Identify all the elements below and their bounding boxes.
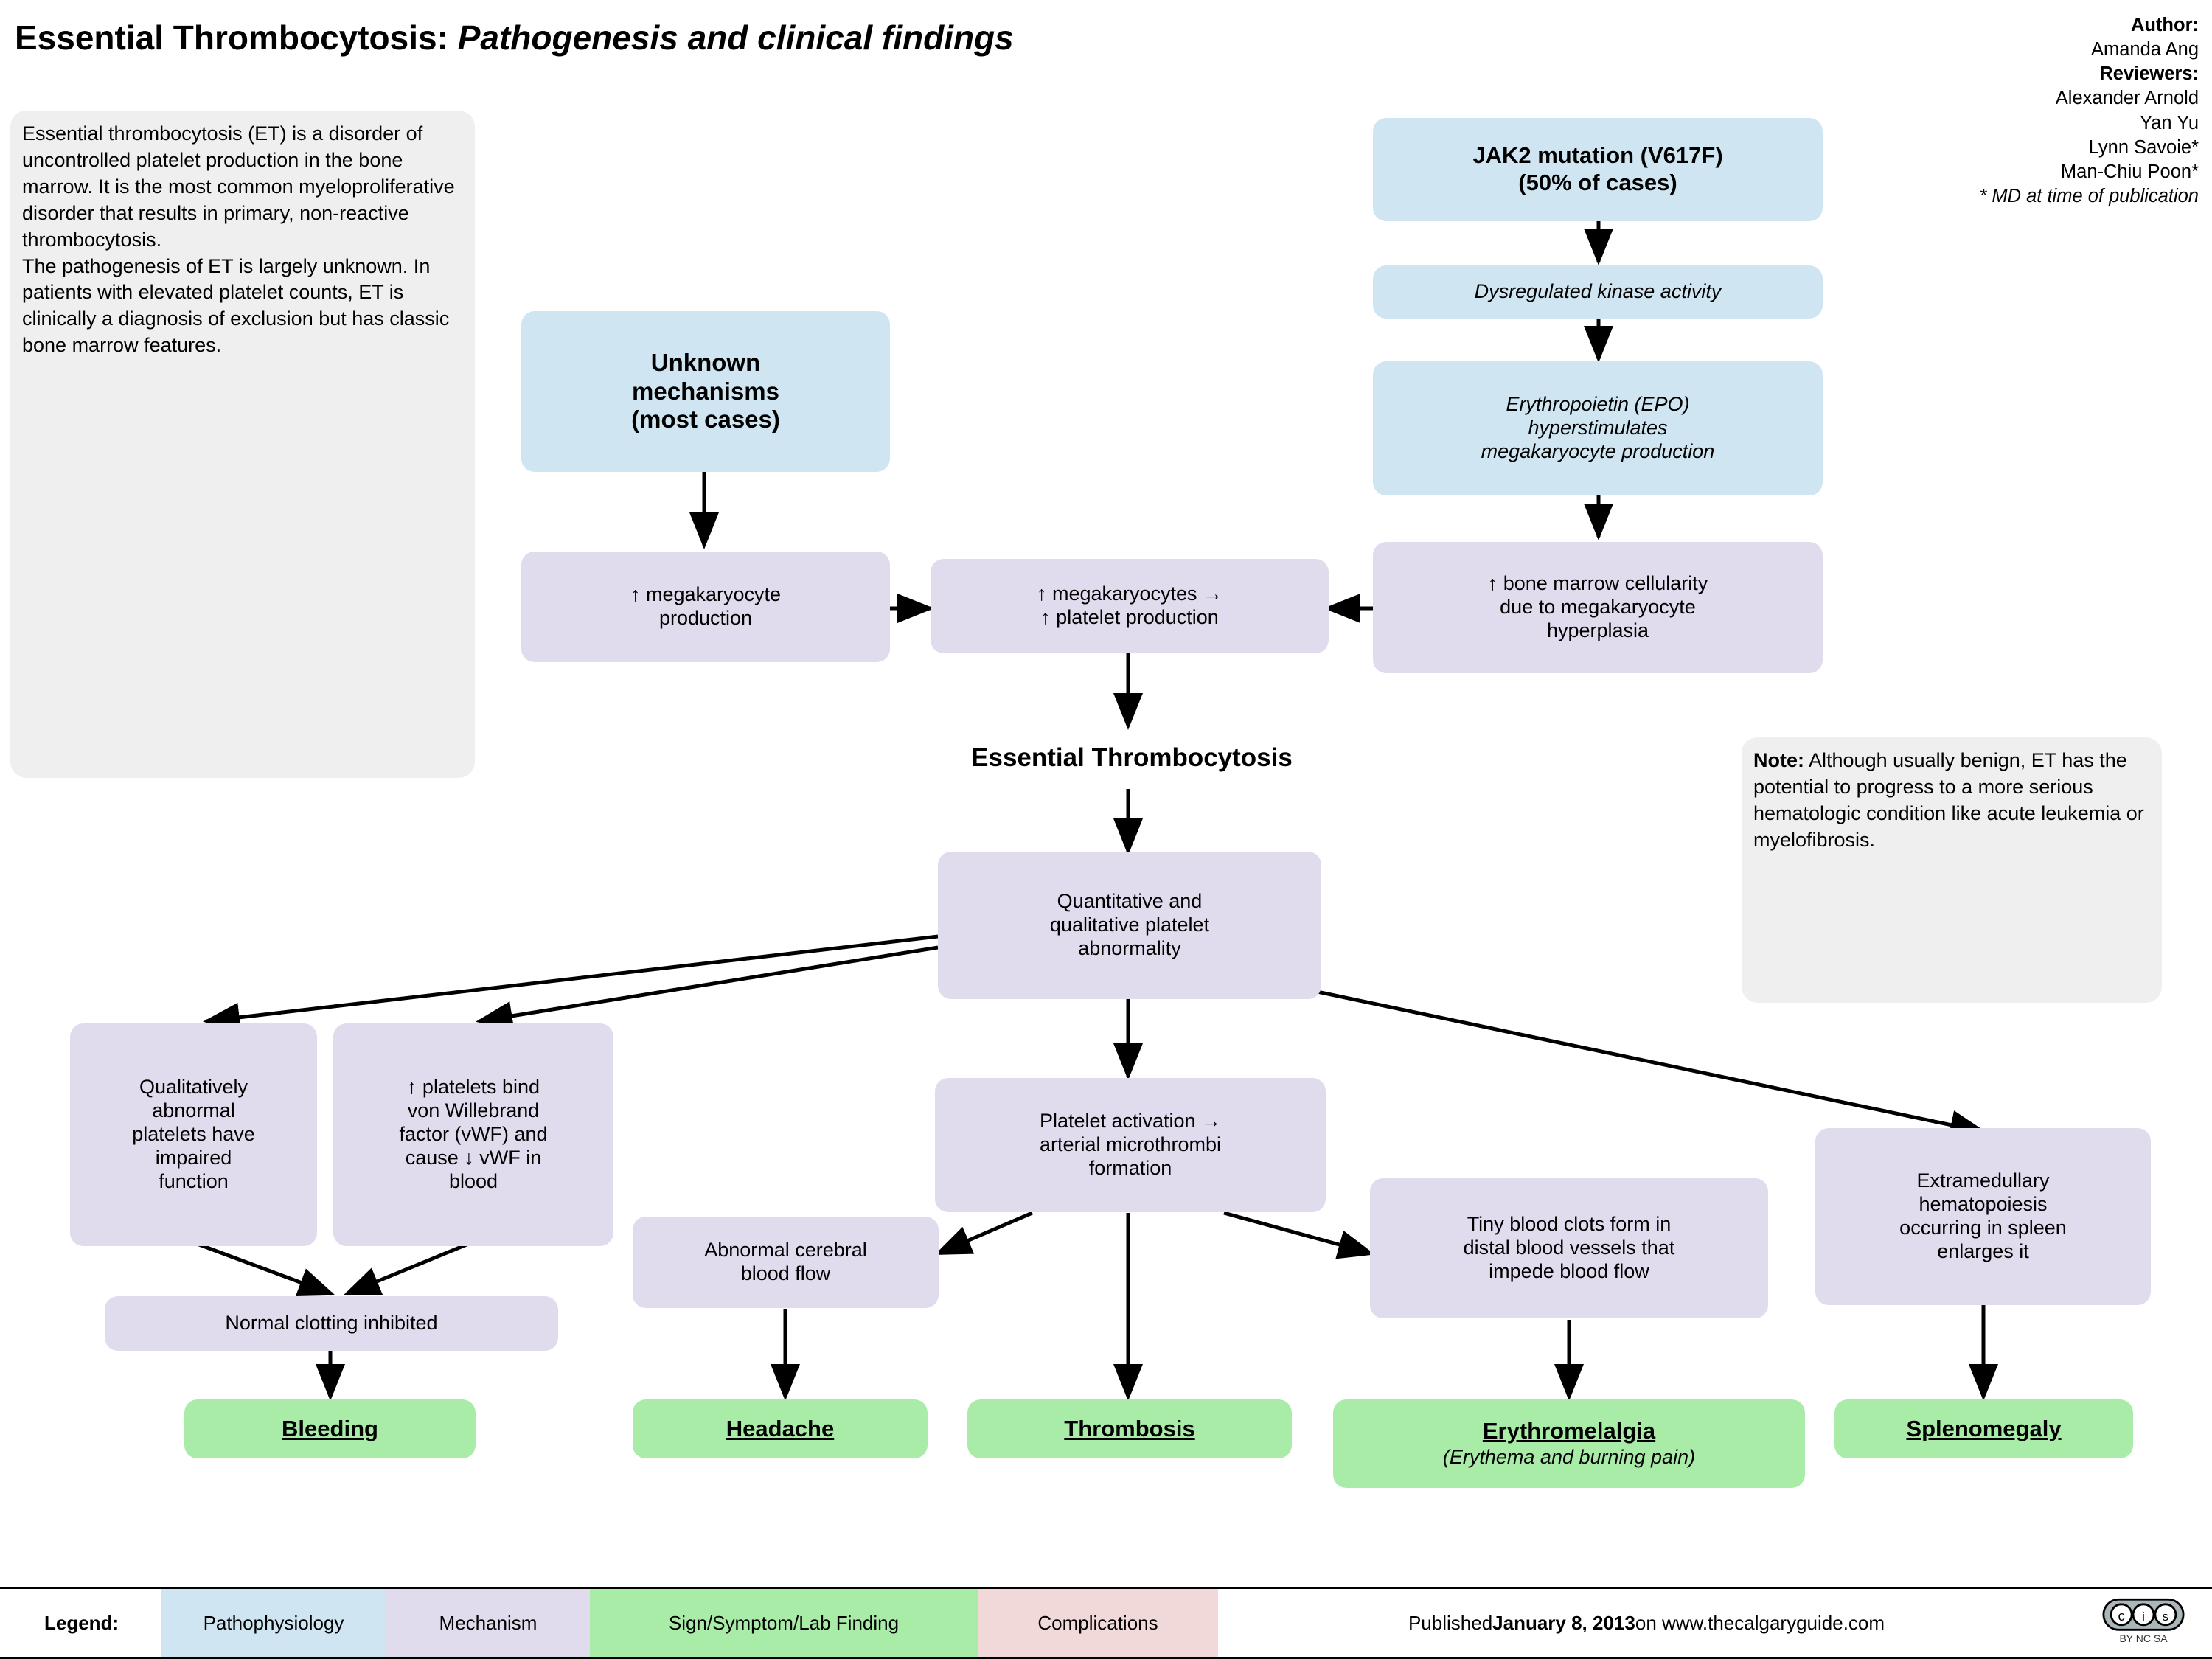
reviewer-4: Man-Chiu Poon* — [2060, 161, 2199, 182]
author-name: Amanda Ang — [2090, 39, 2199, 60]
legend-item-complications: Complications — [978, 1589, 1218, 1657]
node-essential-thrombocytosis-title: Essential Thrombocytosis — [971, 743, 1293, 773]
node-bone-marrow-cellularity[interactable]: ↑ bone marrow cellularity due to megakar… — [1373, 542, 1823, 673]
node-qualitatively-abnormal-platelets[interactable]: Qualitatively abnormal platelets have im… — [70, 1023, 317, 1246]
node-dysregulated-kinase[interactable]: Dysregulated kinase activity — [1373, 265, 1823, 319]
page-title-sub: Pathogenesis and clinical findings — [457, 18, 1014, 57]
svg-text:s: s — [2163, 1610, 2168, 1624]
node-tiny-blood-clots[interactable]: Tiny blood clots form in distal blood ve… — [1370, 1178, 1768, 1318]
outcome-erythromelalgia-sub: (Erythema and burning pain) — [1442, 1446, 1696, 1469]
node-vwf-binding[interactable]: ↑ platelets bind von Willebrand factor (… — [333, 1023, 613, 1246]
reviewer-2: Yan Yu — [2140, 112, 2199, 133]
node-megakaryocyte-production[interactable]: ↑ megakaryocyte production — [521, 552, 890, 662]
publication-info: Published January 8, 2013 on www.thecalg… — [1218, 1589, 2075, 1657]
svg-text:i: i — [2142, 1610, 2145, 1624]
outcome-erythromelalgia-label: Erythromelalgia — [1482, 1417, 1656, 1444]
node-jak2-mutation[interactable]: JAK2 mutation (V617F) (50% of cases) — [1373, 118, 1823, 221]
note-textblock: Note: Although usually benign, ET has th… — [1742, 737, 2162, 1003]
reviewers-label: Reviewers: — [2099, 63, 2199, 85]
node-quantitative-qualitative-abnormality[interactable]: Quantitative and qualitative platelet ab… — [938, 852, 1321, 999]
page-title: Essential Thrombocytosis: Pathogenesis a… — [15, 18, 1014, 58]
node-abnormal-cerebral-blood-flow[interactable]: Abnormal cerebral blood flow — [633, 1217, 939, 1308]
reviewer-3: Lynn Savoie* — [2088, 136, 2199, 158]
node-platelet-activation[interactable]: Platelet activation → arterial microthro… — [935, 1078, 1326, 1212]
outcome-splenomegaly[interactable]: Splenomegaly — [1834, 1399, 2133, 1458]
authors-footnote: * MD at time of publication — [1979, 185, 2199, 206]
node-unknown-mechanisms[interactable]: Unknown mechanisms (most cases) — [521, 311, 890, 472]
publication-date: January 8, 2013 — [1492, 1611, 1635, 1634]
outcome-bleeding[interactable]: Bleeding — [184, 1399, 476, 1458]
intro-text: Essential thrombocytosis (ET) is a disor… — [22, 122, 455, 357]
svg-text:BY NC SA: BY NC SA — [2119, 1632, 2168, 1644]
publication-prefix: Published — [1408, 1611, 1493, 1634]
node-epo-hyperstimulates[interactable]: Erythropoietin (EPO) hyperstimulates meg… — [1373, 361, 1823, 495]
note-text: Although usually benign, ET has the pote… — [1753, 749, 2144, 851]
intro-textblock: Essential thrombocytosis (ET) is a disor… — [10, 111, 475, 778]
author-label: Author: — [2130, 15, 2199, 35]
cc-license-icon: c i s BY NC SA — [2102, 1598, 2185, 1644]
publication-suffix: on www.thecalgaryguide.com — [1635, 1611, 1885, 1634]
creative-commons-license[interactable]: c i s BY NC SA — [2075, 1589, 2212, 1657]
node-megakaryocytes-platelet-production[interactable]: ↑ megakaryocytes → ↑ platelet production — [931, 559, 1329, 653]
legend-label: Legend: — [44, 1611, 119, 1634]
note-label: Note: — [1753, 749, 1804, 771]
authors-block: Author: Amanda Ang Reviewers: Alexander … — [1786, 13, 2199, 209]
legend-item-sign-symptom: Sign/Symptom/Lab Finding — [590, 1589, 978, 1657]
node-normal-clotting-inhibited[interactable]: Normal clotting inhibited — [105, 1296, 558, 1351]
legend-item-pathophysiology: Pathophysiology — [161, 1589, 386, 1657]
outcome-headache[interactable]: Headache — [633, 1399, 928, 1458]
reviewer-1: Alexander Arnold — [2055, 88, 2199, 109]
page-title-main: Essential Thrombocytosis: — [15, 18, 458, 57]
outcome-erythromelalgia[interactable]: Erythromelalgia (Erythema and burning pa… — [1333, 1399, 1805, 1488]
node-extramedullary-hematopoiesis[interactable]: Extramedullary hematopoiesis occurring i… — [1815, 1128, 2151, 1305]
legend-bar: Legend: Pathophysiology Mechanism Sign/S… — [0, 1587, 2212, 1659]
legend-item-mechanism: Mechanism — [386, 1589, 590, 1657]
outcome-thrombosis[interactable]: Thrombosis — [967, 1399, 1292, 1458]
svg-text:c: c — [2118, 1608, 2124, 1624]
